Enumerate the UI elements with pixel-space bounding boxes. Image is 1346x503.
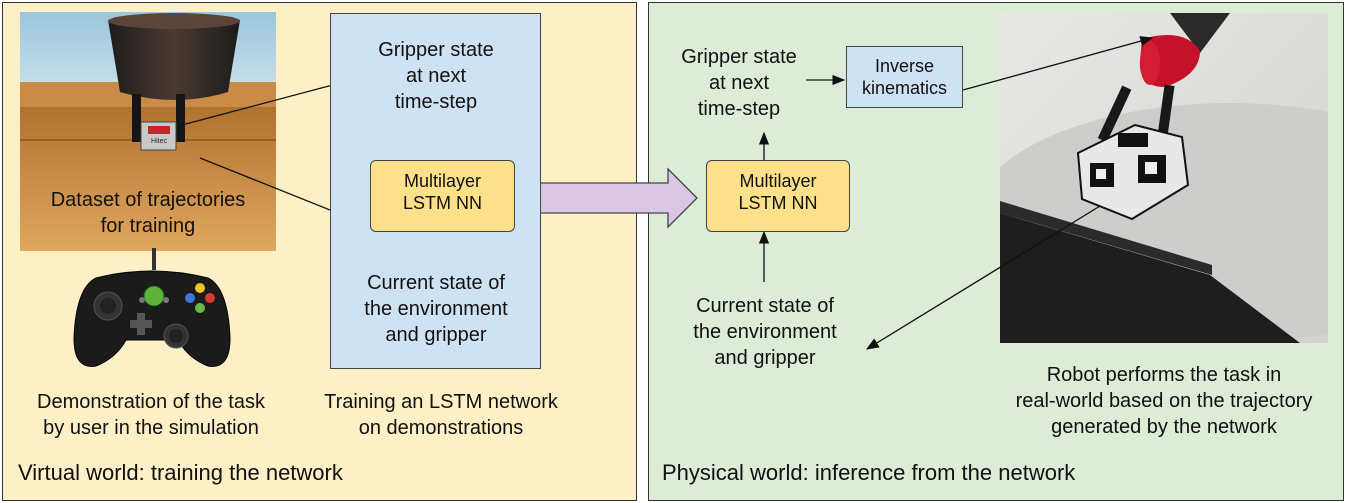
virtual-output-label: Gripper state at next time-step [378, 39, 494, 113]
lstm-label-virtual: Multilayer LSTM NN [402, 171, 482, 213]
physical-input-label: Current state of the environment and gri… [693, 295, 837, 369]
sim-cube-label: Hitec [151, 138, 167, 145]
simulation-image: Hitec [20, 12, 276, 251]
ik-label: Inverse kinematics [861, 56, 948, 98]
arrow-ik-to-robot [962, 36, 1154, 91]
robot-label: Robot performs the task in real-world ba… [1015, 364, 1313, 438]
lstm-label-physical: Multilayer LSTM NN [738, 171, 818, 213]
robot-photo [1000, 13, 1328, 343]
inverse-kinematics-box: Inverse kinematics [846, 46, 963, 108]
lstm-box-virtual: Multilayer LSTM NN [370, 160, 515, 232]
physical-output-label: Gripper state at next time-step [681, 46, 797, 120]
gamepad-icon [73, 248, 231, 367]
arrow-robot-to-input [865, 205, 1101, 350]
demo-label: Demonstration of the task by user in the… [37, 391, 265, 439]
physical-caption: Physical world: inference from the netwo… [662, 460, 1076, 485]
arrow-sim-to-output [181, 75, 361, 126]
lstm-box-physical: Multilayer LSTM NN [706, 160, 850, 232]
virtual-input-label: Current state of the environment and gri… [364, 272, 508, 346]
dataset-label: Dataset of trajectories for training [50, 189, 246, 237]
virtual-caption: Virtual world: training the network [18, 460, 343, 485]
transfer-arrow [515, 167, 698, 229]
training-label: Training an LSTM network on demonstratio… [324, 391, 558, 439]
